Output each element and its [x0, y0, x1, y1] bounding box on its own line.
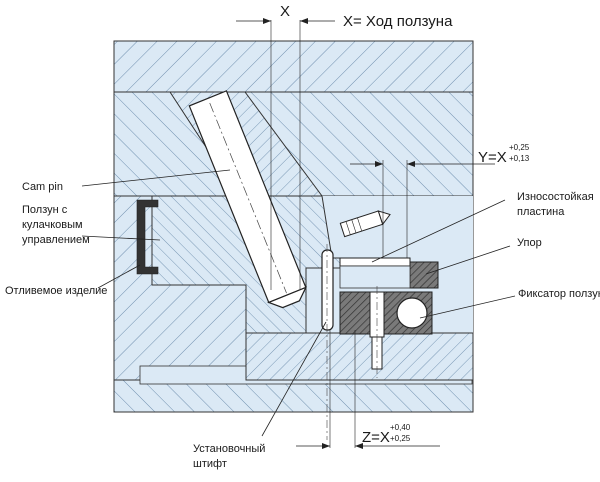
x-arrow: [300, 18, 308, 24]
slider-cam-leader: [81, 235, 161, 241]
locating-pin-label-line2: штифт: [193, 458, 227, 470]
x-dimension-label: X: [280, 3, 290, 20]
cam-pin-label: Cam pin: [22, 181, 63, 193]
stop-seat: [339, 265, 411, 289]
slider-cam-label-line2: кулачковым: [22, 219, 83, 231]
cam-pin: [188, 90, 308, 309]
z-arrow: [355, 443, 363, 449]
stroke-label: X= Ход ползуна: [343, 13, 453, 30]
wear-plate-label-line1: Износостойкая: [517, 191, 594, 203]
y-tolerance-lower: +0,13: [509, 154, 530, 163]
z-dimension-label: Z=X: [362, 429, 390, 446]
slider-lock-label: Фиксатор ползуна: [518, 288, 600, 300]
z-tolerance-upper: +0,40: [390, 423, 411, 432]
slider-cam-label-line1: Ползун с: [22, 204, 68, 216]
wear-plate: [339, 257, 411, 267]
locating-pin: [321, 249, 334, 331]
molded-part-label: Отливемое изделие: [5, 285, 107, 297]
pocket-wall: [245, 332, 474, 381]
locating-pin-leader: [261, 321, 327, 437]
wear-plate-leader: [371, 199, 506, 263]
slider-lock-ball: [396, 297, 428, 329]
molded-part: [136, 199, 159, 275]
wear-plate-label-line2: пластина: [517, 206, 565, 218]
z-tolerance-lower: +0,25: [390, 434, 411, 443]
z-arrow: [322, 443, 330, 449]
molded-part-leader: [97, 264, 141, 289]
locating-pin-label-line1: Установочный: [193, 443, 265, 455]
y-arrow: [407, 161, 415, 167]
stop-leader: [425, 245, 511, 275]
top-plate: [113, 40, 474, 93]
y-dimension-label: Y=X: [478, 149, 507, 166]
cam-pin-leader: [81, 169, 231, 187]
stop-block: [409, 261, 439, 289]
stop-label: Упор: [517, 237, 542, 249]
y-tolerance-upper: +0,25: [509, 143, 530, 152]
y-arrow: [375, 161, 383, 167]
x-arrow: [263, 18, 271, 24]
spring-plunger: [339, 210, 391, 238]
bottom-plate: [113, 379, 474, 413]
slider-cam-label-line3: управлением: [22, 234, 90, 246]
slider-lock-leader: [419, 295, 516, 319]
